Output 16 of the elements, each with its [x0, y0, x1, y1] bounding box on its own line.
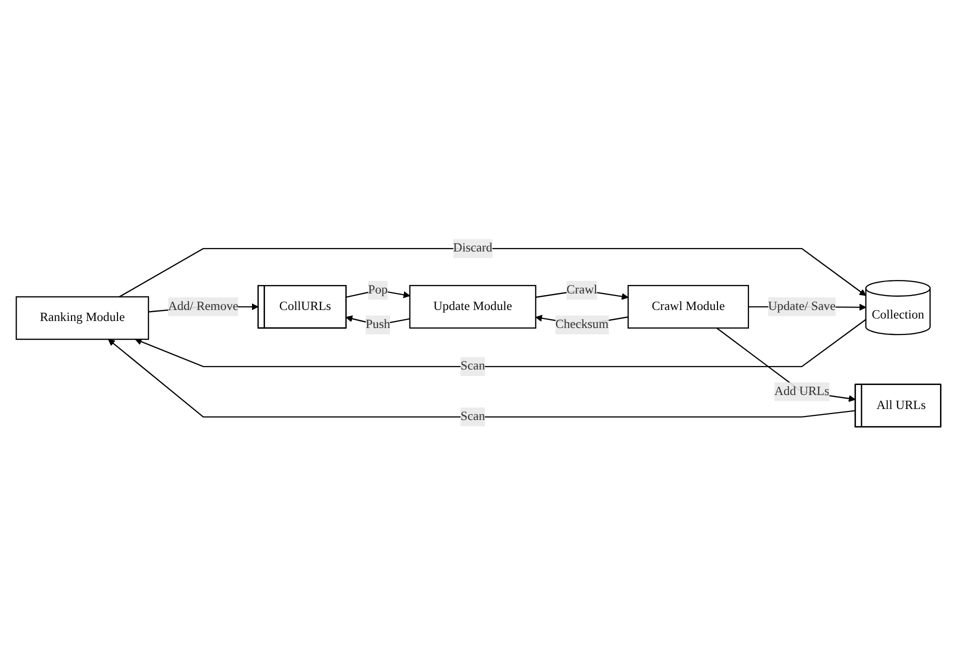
arrow: [135, 319, 866, 368]
edge-label: Add/ Remove: [168, 300, 238, 314]
edge-label: Add URLs: [774, 384, 830, 398]
edge-label: Scan: [460, 359, 485, 373]
node-box: Ranking Module: [16, 296, 150, 340]
edge-label: Update/ Save: [768, 300, 836, 314]
arrow: [108, 339, 856, 418]
edge-label: Push: [366, 318, 390, 332]
node-box: Crawl Module: [628, 284, 750, 329]
edge-label: Scan: [460, 410, 485, 424]
edge-label: Checksum: [555, 318, 608, 332]
arrow: [716, 328, 856, 402]
edge-label: Pop: [368, 283, 388, 297]
node-box: Update Module: [409, 284, 536, 329]
edge-label: Discard: [453, 241, 492, 255]
edge-label: Crawl: [566, 283, 598, 297]
